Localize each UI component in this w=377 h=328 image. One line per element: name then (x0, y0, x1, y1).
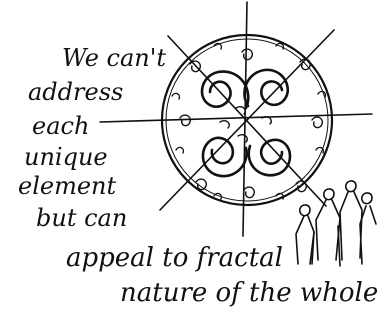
caption-line-2: address (28, 80, 123, 104)
crowd-figures (296, 181, 376, 266)
caption-line-1: We can't (62, 46, 166, 70)
caption-line-4: unique (24, 145, 108, 169)
caption-line-7: appeal to fractal (66, 245, 283, 271)
caption-line-8: nature of the whole (120, 280, 377, 306)
caption-line-5: element (18, 174, 116, 198)
caption-line-3: each (32, 114, 89, 138)
caption-line-6: but can (36, 206, 127, 230)
mandala-small-curls (172, 43, 325, 199)
